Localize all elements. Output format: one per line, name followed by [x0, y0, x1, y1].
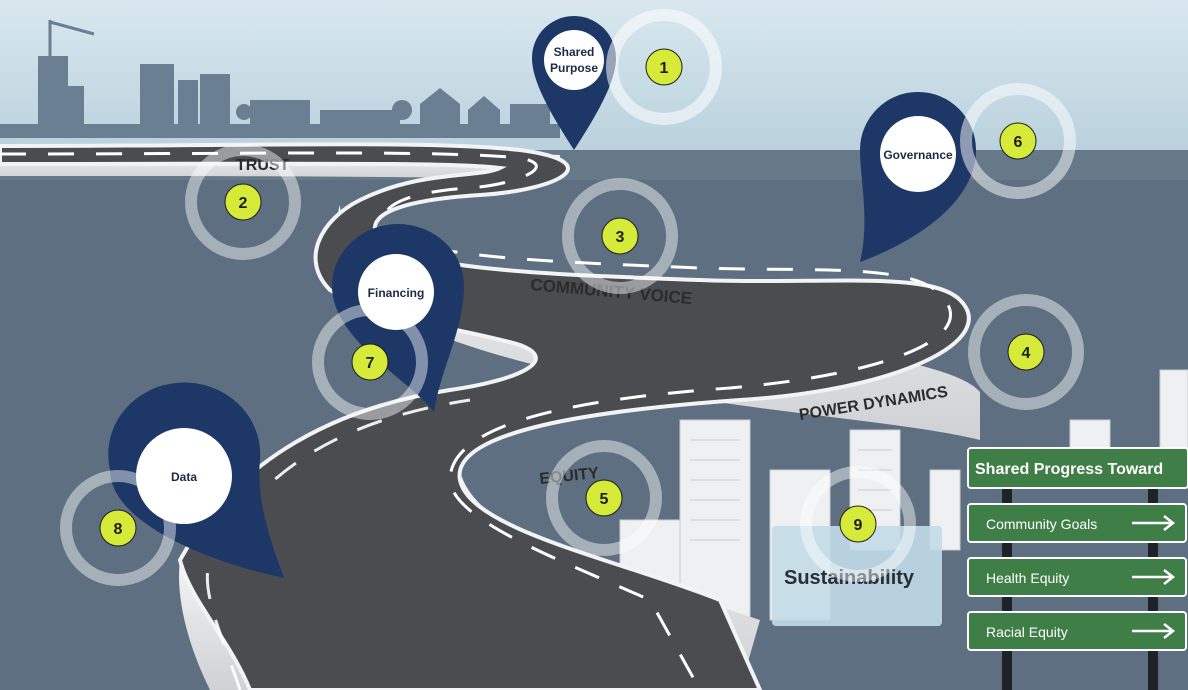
- road-label-trust: TRUST: [236, 157, 290, 174]
- pin-governance: Governance: [860, 91, 976, 262]
- pin-governance-label: Governance: [883, 148, 953, 162]
- marker-2-number: 2: [239, 195, 248, 212]
- sign-racial-equity: [967, 611, 1187, 651]
- sign-header: [967, 447, 1188, 489]
- pin-shared-purpose-line1: Shared: [554, 45, 595, 59]
- marker-9: 9: [800, 466, 916, 582]
- sign-health-equity: [967, 557, 1187, 597]
- marker-4: 4: [968, 294, 1084, 410]
- marker-1-number: 1: [660, 60, 669, 77]
- marker-7: 7: [312, 304, 428, 420]
- marker-3: 3: [562, 178, 678, 294]
- right-arrow-icon: [1132, 623, 1176, 639]
- pin-financing: Financing: [332, 224, 464, 412]
- pin-data: Data: [108, 382, 284, 578]
- sustainability-panel: [772, 526, 942, 626]
- right-arrow-icon: [1132, 569, 1176, 585]
- pin-shared-purpose: Shared Purpose: [532, 16, 616, 150]
- skyline-silhouette: [0, 20, 560, 138]
- marker-8-number: 8: [114, 521, 123, 538]
- pin-data-label: Data: [171, 470, 197, 484]
- sign-racial-equity-text: Racial Equity: [986, 624, 1068, 640]
- sign-community-goals: [967, 503, 1187, 543]
- marker-5-number: 5: [600, 491, 609, 508]
- sustainability-label: Sustainability: [784, 567, 915, 589]
- signpost: Shared Progress Toward Community Goals H…: [967, 447, 1188, 690]
- marker-4-number: 4: [1022, 345, 1031, 362]
- sign-header-text: Shared Progress Toward: [975, 461, 1163, 478]
- right-arrow-icon: [1132, 515, 1176, 531]
- pin-financing-label: Financing: [368, 286, 425, 300]
- marker-2: 2: [185, 144, 301, 260]
- marker-7-number: 7: [366, 355, 375, 372]
- pin-shared-purpose-line2: Purpose: [550, 61, 598, 75]
- marker-9-number: 9: [854, 517, 863, 534]
- marker-6-number: 6: [1014, 134, 1023, 151]
- marker-1: 1: [606, 9, 722, 125]
- marker-8: 8: [60, 470, 176, 586]
- marker-5: 5: [546, 440, 662, 556]
- sign-community-goals-text: Community Goals: [986, 516, 1097, 532]
- road-label-equity: EQUITY: [539, 465, 600, 488]
- sign-health-equity-text: Health Equity: [986, 570, 1069, 586]
- marker-6: 6: [960, 83, 1076, 199]
- lane-markings: [0, 151, 952, 690]
- marker-3-number: 3: [616, 229, 625, 246]
